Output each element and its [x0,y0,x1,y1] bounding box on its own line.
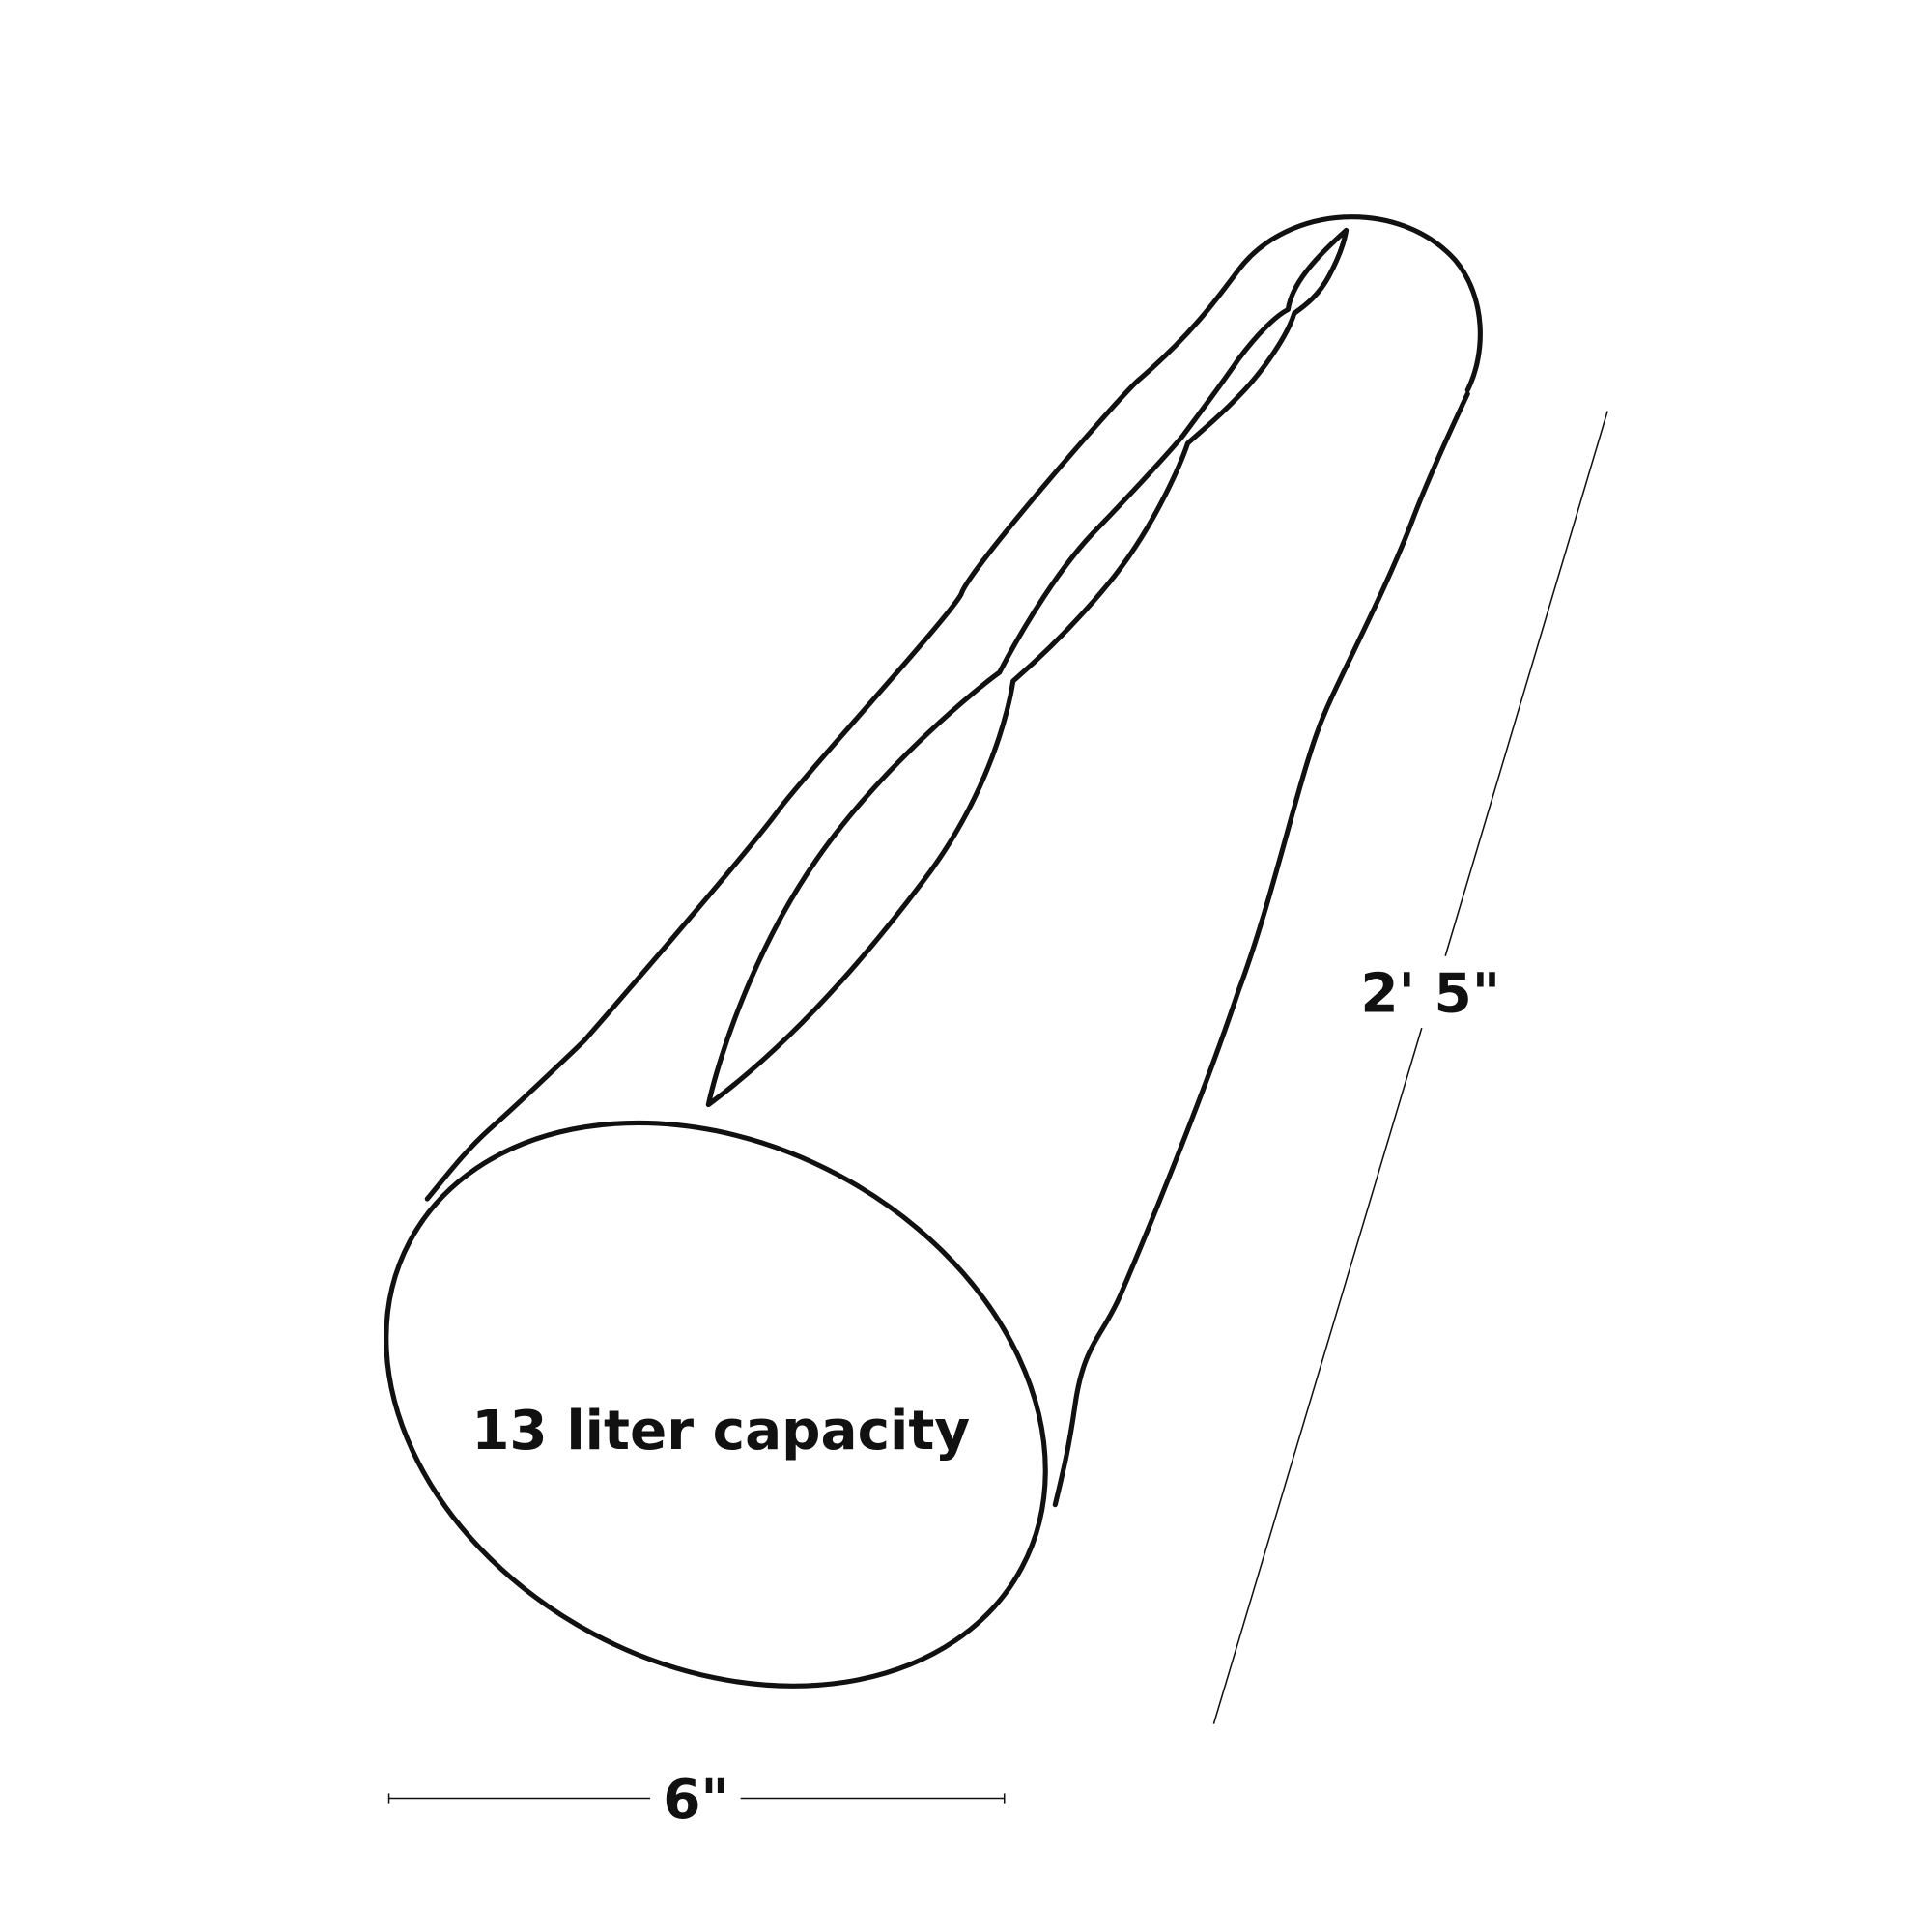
bag-right-edge [1052,391,1470,1508]
length-label: 2' 5" [1360,962,1500,1025]
bag-flap [705,227,1350,1108]
bag-base-ellipse [384,1120,1048,1689]
bag-left-edge [424,214,1483,1202]
length-dimension-line-top [1444,411,1608,956]
width-label: 6" [663,1769,729,1832]
length-dimension-line-bottom [1212,1027,1423,1724]
bag-outline [384,214,1483,1689]
capacity-label: 13 liter capacity [471,1400,970,1463]
dimension-lines [387,411,1608,1804]
